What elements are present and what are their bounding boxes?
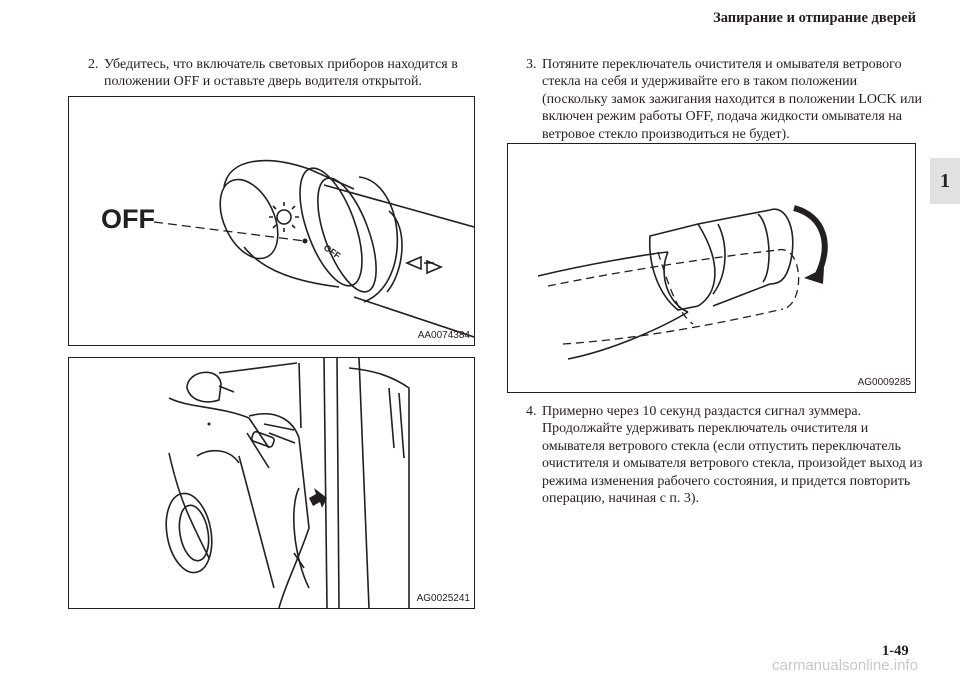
step-3: 3. Потяните переключатель очистителя и о… <box>526 56 926 143</box>
light-switch-illustration: OFF OFF <box>101 159 474 338</box>
figure-wiper-lever: AG0009285 <box>507 143 916 393</box>
step-text: Убедитесь, что включатель световых прибо… <box>104 57 458 90</box>
off-callout: OFF <box>101 204 155 234</box>
figure-code: AA0074384 <box>417 330 470 341</box>
step-2: 2. Убедитесь, что включатель световых пр… <box>88 56 478 91</box>
driver-door-illustration <box>165 358 410 608</box>
figure-driver-door: AG0025241 <box>68 357 475 609</box>
step-number: 2. <box>88 57 99 72</box>
step-number: 3. <box>526 57 537 72</box>
step-text: Примерно через 10 секунд раздастся сигна… <box>542 404 923 507</box>
watermark: carmanualsonline.info <box>772 657 918 674</box>
figure-light-switch: OFF OFF AA0074384 <box>68 96 475 346</box>
running-header: Запирание и отпирание дверей <box>713 10 916 26</box>
step-text: Потяните переключатель очистителя и омыв… <box>542 57 922 142</box>
figure-code: AG0025241 <box>416 593 470 604</box>
step-number: 4. <box>526 404 537 419</box>
wiper-lever-illustration <box>537 205 828 360</box>
figure-code: AG0009285 <box>857 377 911 388</box>
section-tab: 1 <box>930 158 960 204</box>
page-number: 1-49 <box>882 643 909 659</box>
step-4: 4. Примерно через 10 секунд раздастся си… <box>526 403 926 507</box>
